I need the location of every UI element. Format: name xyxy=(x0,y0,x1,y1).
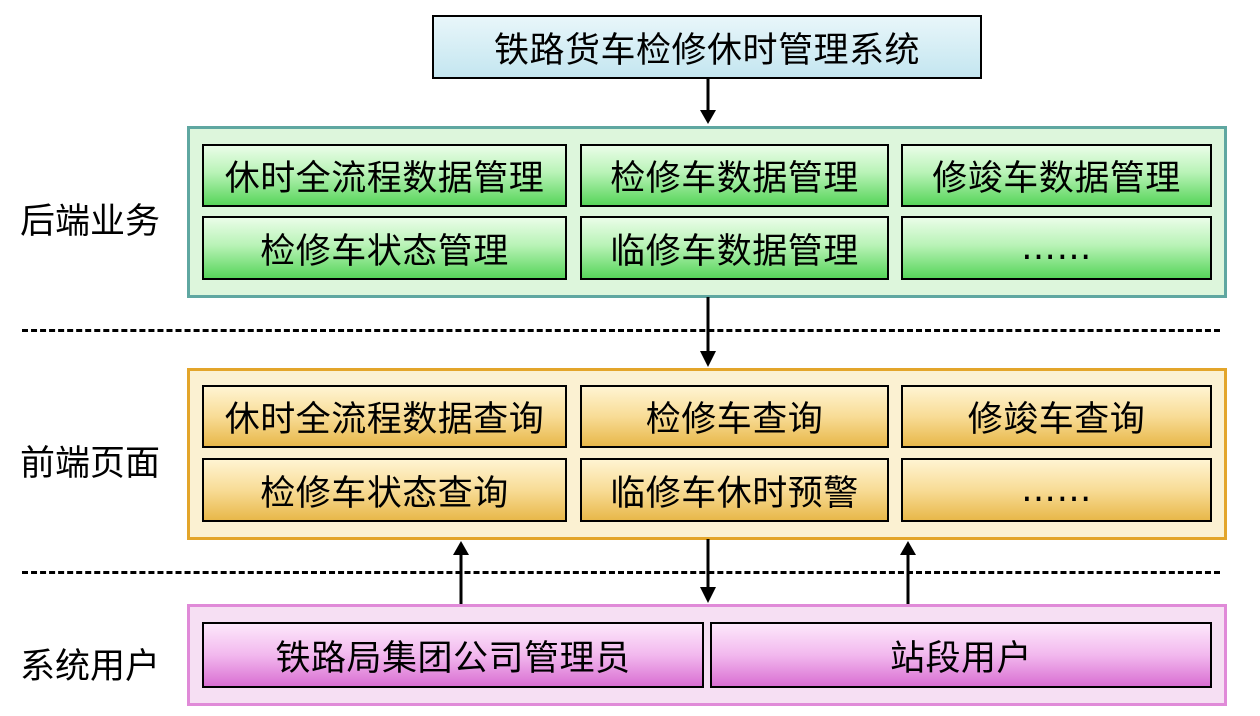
frontend-cell: …… xyxy=(901,458,1212,522)
frontend-layer-label: 前端页面 xyxy=(20,444,161,484)
layer-divider xyxy=(22,329,1220,332)
layer-divider xyxy=(22,571,1220,574)
backend-layer-label: 后端业务 xyxy=(20,202,161,242)
arrow-users-to-frontend-left xyxy=(453,541,469,605)
backend-cell: 休时全流程数据管理 xyxy=(202,144,567,207)
arrow-backend-to-frontend xyxy=(700,297,716,367)
frontend-cell: 修竣车查询 xyxy=(901,385,1212,448)
backend-cell: 修竣车数据管理 xyxy=(901,144,1212,207)
frontend-cell: 检修车状态查询 xyxy=(202,458,567,522)
backend-cell: 检修车状态管理 xyxy=(202,216,567,280)
users-layer-label: 系统用户 xyxy=(20,647,161,687)
backend-cell: …… xyxy=(901,216,1212,280)
frontend-cell: 临修车休时预警 xyxy=(580,458,889,522)
backend-cell: 检修车数据管理 xyxy=(580,144,889,207)
backend-cell: 临修车数据管理 xyxy=(580,216,889,280)
system-title: 铁路货车检修休时管理系统 xyxy=(432,15,982,79)
frontend-cell: 检修车查询 xyxy=(580,385,889,448)
frontend-cell: 休时全流程数据查询 xyxy=(202,385,567,448)
user-role-cell: 站段用户 xyxy=(710,622,1212,688)
user-role-cell: 铁路局集团公司管理员 xyxy=(202,622,704,688)
arrow-users-to-frontend-right xyxy=(900,541,916,605)
arrow-title-to-backend xyxy=(700,78,716,124)
arrow-frontend-to-users xyxy=(700,539,716,603)
